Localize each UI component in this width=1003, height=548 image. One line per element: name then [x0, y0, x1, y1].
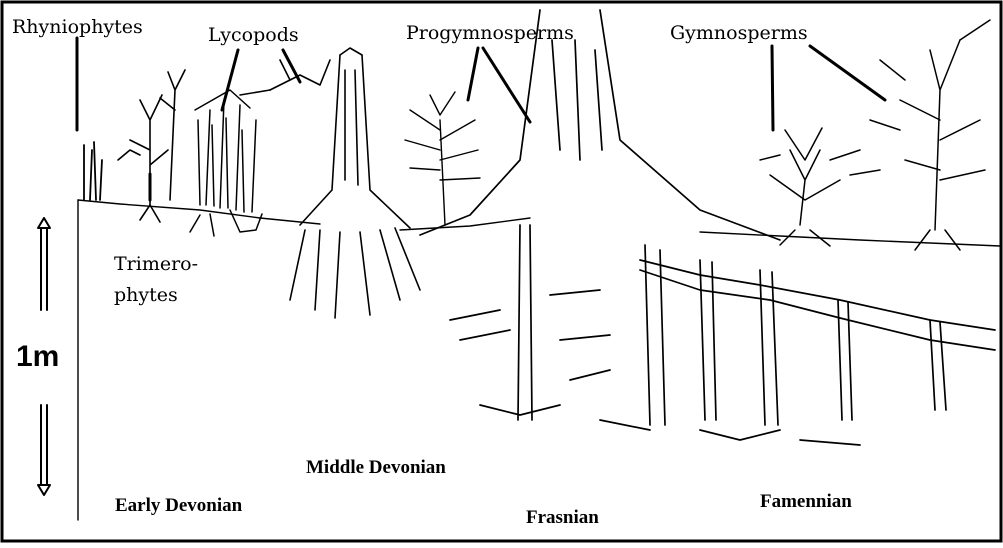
label-lycopods: Lycopods [208, 26, 299, 45]
label-progymnosperms: Progymnosperms [406, 24, 574, 43]
label-trimerophytes-line1: Trimero- [114, 255, 198, 274]
period-middle-devonian: Middle Devonian [306, 458, 446, 477]
label-gymnosperms: Gymnosperms [670, 24, 808, 43]
period-famennian: Famennian [760, 492, 852, 511]
period-frasnian: Frasnian [526, 508, 599, 527]
period-early-devonian: Early Devonian [115, 496, 242, 515]
label-trimerophytes-line2: phytes [114, 286, 178, 305]
scale-label: 1m [16, 342, 59, 372]
label-rhyniophytes: Rhyniophytes [12, 18, 143, 37]
